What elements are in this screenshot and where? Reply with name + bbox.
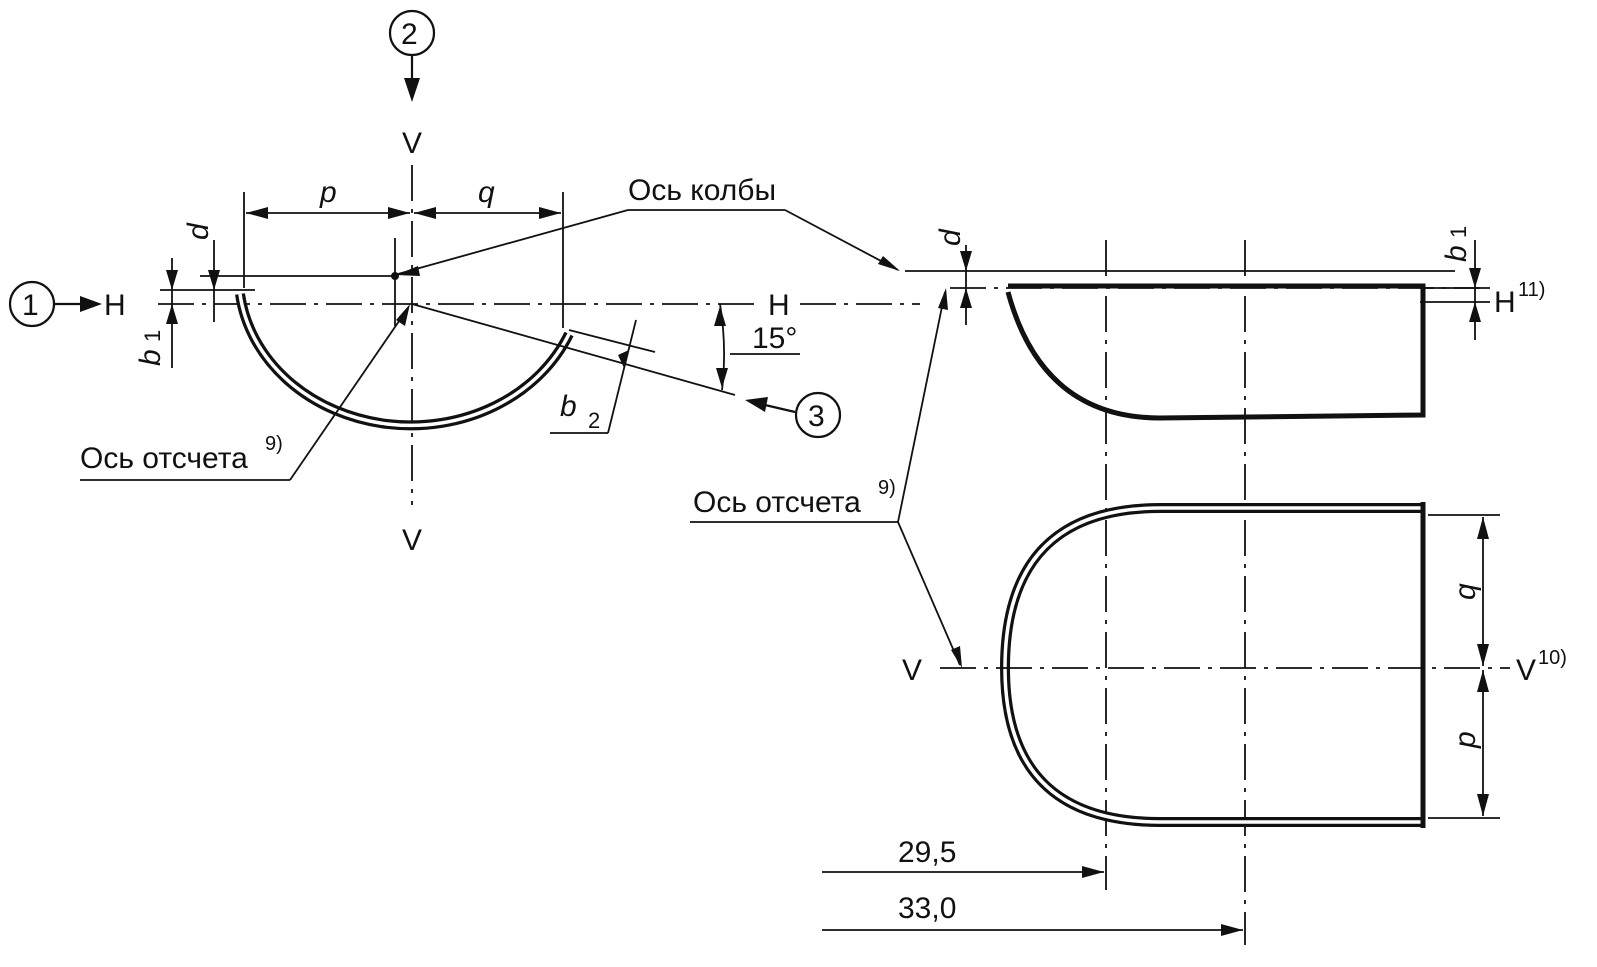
view-3-arrow [745,397,768,412]
dim-b2-sub: 2 [588,408,600,433]
ref-axis-note-left: 9) [265,433,283,455]
h-label-left: H [104,289,126,322]
dim-q-label-right: q [1449,583,1482,600]
v-label-right-left: V [902,654,922,687]
dim-p-label: p [319,176,337,209]
dim-33-0-label: 33,0 [898,892,956,925]
dim-q-label: q [478,176,495,209]
right-top-view: d b 1 H 11) [905,226,1545,945]
dim-d-label-left: d [182,222,215,240]
bulb-axis-label: Ось колбы [628,174,776,207]
angle-label: 15° [752,322,797,355]
h-label-mid: H [768,289,790,322]
ref-axis-label-left: Ось отсчета [80,442,248,475]
shield-profile-top [1005,283,1426,421]
dim-b1-sub-right: 1 [1446,226,1471,238]
dim-b1-sub-left: 1 [140,330,165,342]
view-1-arrow [80,296,102,312]
view-marker-3-label: 3 [808,400,825,433]
ref-axis-note-right: 9) [878,477,896,499]
view-marker-1-label: 1 [22,289,39,322]
view-2-arrow [404,78,420,102]
dim-d-label-right: d [934,228,967,246]
dim-p-label-right: p [1449,731,1482,749]
view-marker-1 [8,280,56,328]
h-label-right: H [1494,286,1516,319]
dim-b1-label-left: b [134,349,167,366]
dim-b2-label: b [560,390,577,423]
dim-29-5-label: 29,5 [898,836,956,869]
tilted-chord [411,303,736,396]
left-view: 2 V V 1 H H p q [8,9,920,557]
view-marker-3 [794,391,842,439]
v-label-top: V [402,127,422,160]
dim-b1-label-right: b [1440,245,1473,262]
h-note-right: 11) [1518,279,1545,301]
v-label-bottom: V [402,524,422,557]
right-bottom-view: V V 10) q p Ось отсчета 9) 29,5 33,0 [690,288,1567,936]
v-label-right: V [1516,654,1536,687]
v-note-right: 10) [1538,647,1567,669]
view-marker-2 [388,9,436,57]
shield-plan [999,503,1423,827]
view-marker-2-label: 2 [401,18,418,51]
ref-axis-label-right: Ось отсчета [693,486,861,519]
